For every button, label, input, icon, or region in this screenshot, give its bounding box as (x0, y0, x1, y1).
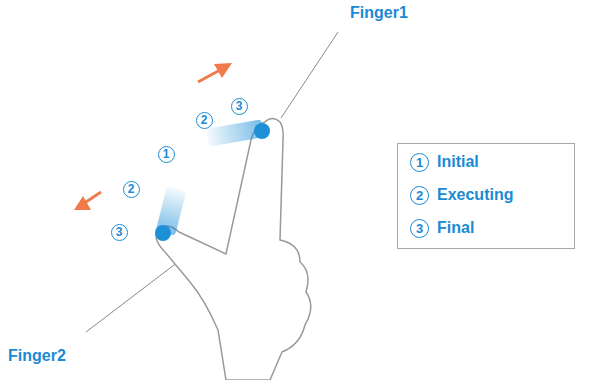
legend-text: Executing (437, 186, 513, 204)
callout-number: 3 (231, 98, 248, 115)
leader-line (86, 262, 178, 332)
finger-label: Finger1 (350, 4, 408, 22)
hand-outline (156, 119, 311, 380)
legend-number: 1 (410, 153, 429, 172)
legend-text: Initial (437, 153, 479, 171)
direction-arrow (74, 192, 101, 210)
callout-number: 2 (123, 181, 140, 198)
finger-label: Finger2 (8, 347, 66, 365)
legend-box: 1 Initial 2 Executing 3 Final (397, 143, 575, 249)
finger1-dot (254, 123, 270, 139)
legend-number: 3 (410, 219, 429, 238)
legend-row: 2 Executing (410, 184, 513, 206)
callout-number: 2 (196, 112, 213, 129)
callout-number: 3 (111, 224, 128, 241)
leader-line (281, 32, 338, 118)
legend-number: 2 (410, 186, 429, 205)
legend-row: 1 Initial (410, 151, 479, 173)
finger2-dot (155, 225, 171, 241)
legend-row: 3 Final (410, 217, 474, 239)
callout-number: 1 (158, 146, 175, 163)
legend-text: Final (437, 219, 474, 237)
direction-arrow (198, 63, 232, 82)
